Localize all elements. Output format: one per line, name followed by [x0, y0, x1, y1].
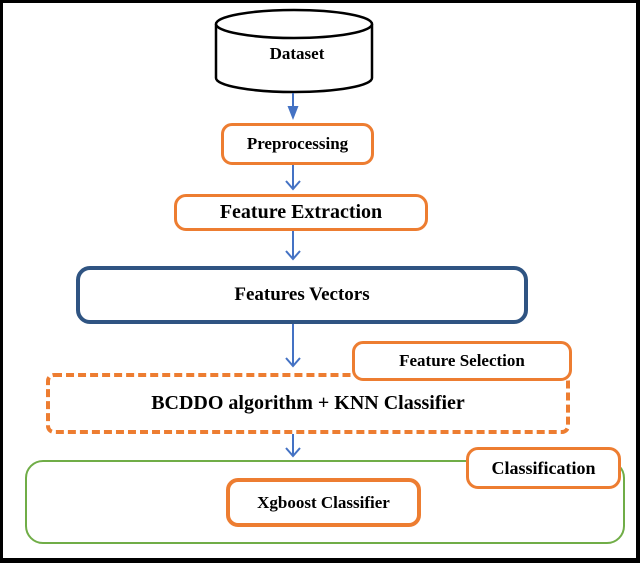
arrow-dataset-to-preprocessing — [287, 93, 299, 120]
node-bcddo-knn-label: BCDDO algorithm + KNN Classifier — [151, 392, 465, 414]
node-features-vectors: Features Vectors — [76, 266, 528, 324]
arrow-preprocessing-to-feature-extraction — [285, 164, 301, 191]
node-feature-selection-tag: Feature Selection — [352, 341, 572, 381]
node-feature-extraction: Feature Extraction — [174, 194, 428, 231]
node-xgboost-label: Xgboost Classifier — [257, 492, 390, 512]
arrow-bcddo-to-classification — [285, 433, 301, 458]
node-xgboost: Xgboost Classifier — [226, 478, 421, 527]
node-classification-tag: Classification — [466, 447, 621, 489]
node-preprocessing: Preprocessing — [221, 123, 374, 165]
node-preprocessing-label: Preprocessing — [246, 134, 349, 153]
dataset-cylinder-shape — [214, 8, 374, 94]
node-dataset: Dataset — [219, 35, 375, 73]
node-feature-selection-label: Feature Selection — [399, 351, 525, 370]
arrow-features-vectors-to-bcddo — [285, 322, 301, 368]
node-feature-extraction-label: Feature Extraction — [219, 201, 383, 223]
node-bcddo-knn: BCDDO algorithm + KNN Classifier — [46, 373, 570, 434]
node-classification-label: Classification — [491, 457, 596, 478]
node-dataset-label: Dataset — [269, 44, 325, 63]
node-features-vectors-label: Features Vectors — [234, 284, 370, 305]
arrow-feature-extraction-to-features-vectors — [285, 230, 301, 261]
